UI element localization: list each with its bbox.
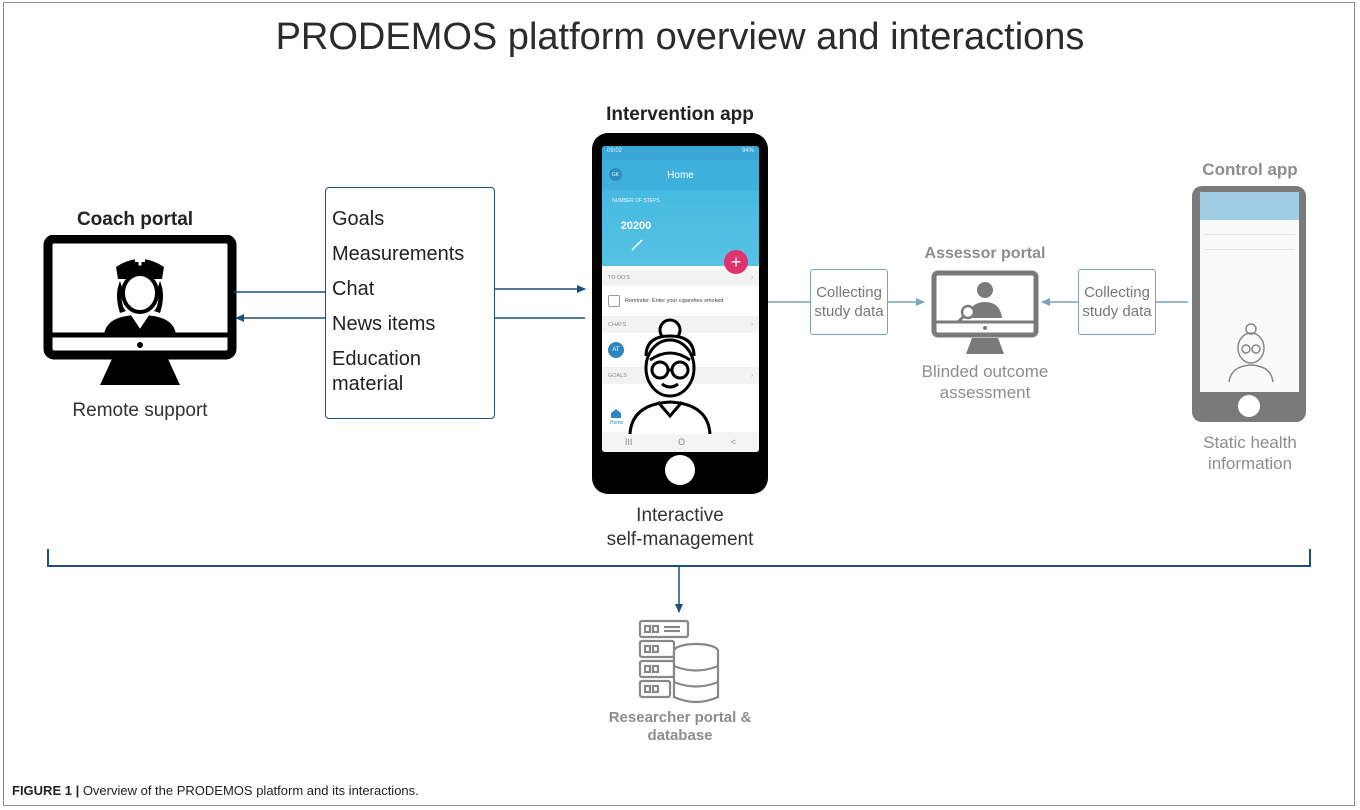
figure-caption: FIGURE 1 | Overview of the PRODEMOS plat… [12,783,419,798]
researcher-portal-label-1: Researcher portal & [608,709,752,726]
section-goals-label: GOALS [608,373,627,379]
assessor-subtitle-1: Blinded outcome [921,362,1049,381]
shared-items-box: Goals Measurements Chat News items Educa… [325,187,495,419]
section-chats-label: CHATS [608,322,627,328]
control-app-screen [1200,192,1299,392]
intervention-app-subtitle-2: self-management [606,529,754,550]
figure-caption-label: FIGURE 1 | [12,783,80,798]
section-chats: CHATS › [602,317,759,333]
control-row [1204,239,1295,250]
assessor-subtitle-2: assessment [939,383,1031,402]
item-news-items: News items [332,313,436,335]
chevron-right-icon: › [751,275,753,281]
collecting-study-data-left: Collecting study data [810,269,888,335]
item-measurements: Measurements [332,243,465,265]
intervention-app-screen: 09:02 94% GK Home NUMBER OF STEPS 20200 … [602,146,759,452]
avatar[interactable]: GK [609,168,622,181]
android-nav-bar: III O < [602,432,759,452]
control-app-subtitle-2: information [1207,454,1293,473]
section-todos: TO DO'S › [602,270,759,286]
control-app-subtitle-1: Static health [1203,433,1297,452]
chat-avatar: AT [608,342,624,358]
pencil-icon [631,239,643,251]
section-todos-label: TO DO'S [608,275,631,281]
control-header [1200,192,1299,220]
status-time: 09:02 [607,148,623,154]
monitor-nurse-icon [43,235,237,385]
control-app-heading: Control app [1202,160,1298,179]
item-education-material: Education material [332,348,421,395]
add-button[interactable]: + [724,250,748,274]
researcher-portal-label-2: database [647,727,713,744]
chevron-right-icon: › [751,322,753,328]
monitor-assessor-icon [931,270,1039,354]
steps-value: 20200 [620,220,652,232]
figure-caption-text: Overview of the PRODEMOS platform and it… [79,783,419,798]
nav-home-label: Home [610,420,624,426]
app-header: GK Home [602,160,759,190]
home-icon [611,409,621,418]
elderly-woman-icon [1228,323,1274,383]
intervention-app-subtitle-1: Interactive [636,505,724,526]
intervention-app-heading: Intervention app [606,104,754,125]
home-button[interactable]: O [678,437,686,447]
status-bar: 09:02 94% [602,146,759,160]
steps-label: NUMBER OF STEPS [612,198,660,204]
recents-button[interactable]: III [624,437,633,447]
elderly-woman-icon [628,318,712,435]
assessor-portal-heading: Assessor portal [924,245,1046,262]
calendar-icon [608,295,620,307]
todo-reminder-row[interactable]: Reminder: Enter your cigarettes smoked [602,286,759,317]
reminder-text: Reminder: Enter your cigarettes smoked [625,298,724,304]
diagram-title: PRODEMOS platform overview and interacti… [275,16,1085,58]
coach-portal-subtitle: Remote support [72,400,208,421]
app-header-title: Home [667,169,694,181]
back-button[interactable]: < [730,437,737,447]
status-battery: 94% [741,148,754,154]
item-goals: Goals [332,208,385,230]
item-chat: Chat [332,278,375,300]
chevron-right-icon: › [751,373,753,379]
coach-portal-heading: Coach portal [76,209,194,230]
nav-home[interactable]: Home [610,408,623,426]
database-server-icon [638,619,720,704]
collecting-study-data-right: Collecting study data [1078,269,1156,335]
control-row [1204,224,1295,235]
